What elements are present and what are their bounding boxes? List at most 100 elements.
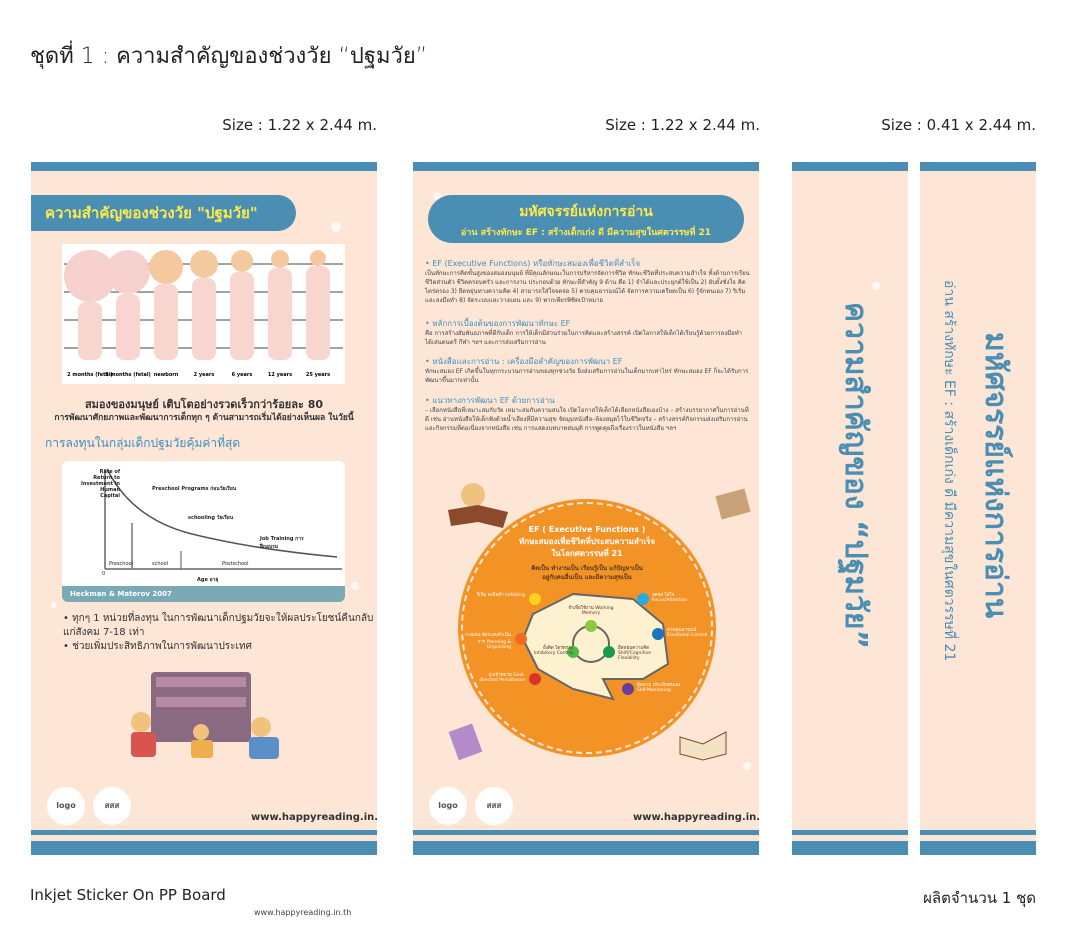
vertical-subtitle: อ่าน สร้างทักษะ EF : สร้างเด็กเก่ง ดี มี… [941, 280, 957, 662]
annot-job-training: Job Training การฝึกอบรม [260, 536, 304, 550]
zone-label: school [152, 561, 169, 567]
poster-panel-1: ความสำคัญของช่วงวัย "ปฐมวัย" 2 months (f… [31, 162, 377, 855]
child-body [154, 284, 178, 360]
section-ef: • EF (Executive Functions) หรือทักษะสมอง… [425, 259, 750, 305]
logo-reading-foundation: logo [429, 787, 467, 825]
chart-source: Heckman & Materov 2007 [62, 586, 345, 602]
section-text: เป็นทักษะการคิดขั้นสูงของสมองมนุษย์ ที่ม… [425, 270, 750, 304]
material-label: Inkjet Sticker On PP Board [30, 886, 226, 904]
age-label: 2 months (fetal) [67, 372, 113, 378]
age-label: newborn [154, 372, 179, 378]
ef-skill-label: มุ่งเป้าหมาย Goal-directed Persistence [479, 673, 525, 683]
ef-skill-node [622, 683, 634, 695]
ef-skill-node [515, 633, 527, 645]
size-label-1: Size : 1.22 x 2.44 m. [222, 116, 377, 134]
ef-skill-node [652, 628, 664, 640]
ef-skill-label: ควบคุมอารมณ์ Emotional Control [667, 628, 708, 638]
section-heading: • แนวทางการพัฒนา EF ด้วยการอ่าน [425, 396, 555, 405]
child-growth-illustration: 2 months (fetal)5 months (fetal)newborn 2… [62, 244, 345, 384]
child-body [78, 302, 102, 360]
ef-skill-node [585, 620, 597, 632]
age-label: 2 years [194, 372, 215, 378]
section-text: – เลือกหนังสือที่เหมาะสมกับวัย เหมาะสมกั… [425, 407, 749, 432]
logo-reading-foundation: logo [47, 787, 85, 825]
bullet-efficiency: • ช่วยเพิ่มประสิทธิภาพในการพัฒนาประเทศ [63, 641, 252, 652]
ef-skill-label: ติดตาม ประเมินตนเอง Self-Monitoring [637, 683, 681, 693]
section-heading: • หลักการเบื้องต้นของการพัฒนาทักษะ EF [425, 319, 571, 328]
caption-brain: สมองของมนุษย์ เติบโตอย่างรวดเร็วกว่าร้อย… [84, 398, 324, 411]
ef-title-3: ในโลกศตวรรษที่ 21 [551, 549, 623, 558]
annot-preschool: Preschool Programs ก่อนวัยเรียน [152, 486, 237, 492]
ef-title-2: ทักษะสมองเพื่อชีวิตที่ประสบความสำเร็จ [518, 537, 656, 546]
heckman-chart: Rate of Return to Investment in Human Ca… [62, 461, 345, 602]
section-guidelines: • แนวทางการพัฒนา EF ด้วยการอ่าน – เลือกหน… [425, 396, 750, 433]
child-body [306, 266, 330, 360]
child-head [106, 250, 150, 294]
section-text: คือ การสร้างสัมพันธภาพที่ดีกับเด็ก การให… [425, 330, 743, 346]
ef-skill-label: จำเพื่อใช้งาน Working Memory [568, 606, 614, 616]
ef-sub1: คิดเป็น ทำงานเป็น เรียนรู้เป็น แก้ปัญหาเ… [531, 565, 643, 572]
ef-title: EF ( Executive Functions ) [528, 525, 646, 534]
annot-schooling: schooling วัยเรียน [188, 515, 234, 521]
age-label: 6 years [232, 372, 253, 378]
size-label-2: Size : 1.22 x 2.44 m. [605, 116, 760, 134]
section-books: • หนังสือและการอ่าน : เครื่องมือสำคัญของ… [425, 357, 750, 385]
ef-skill-label: ยั้งคิด ไตร่ตรอง Inhibitory Control [533, 646, 573, 656]
banner-title: มหัศจรรย์แห่งการอ่าน [519, 204, 653, 220]
child-body [116, 294, 140, 360]
ef-skill-node [529, 673, 541, 685]
roll-banner-4: อ่าน สร้างทักษะ EF : สร้างเด็กเก่ง ดี มี… [920, 162, 1036, 855]
book-illustration [448, 722, 483, 762]
child-head [231, 250, 253, 272]
page-title: ชุดที่ 1 : ความสำคัญของช่วงวัย “ปฐมวัย” [30, 44, 428, 69]
child-head [190, 250, 218, 278]
caption-development: การพัฒนาศักยภาพและพัฒนาการเด็กทุก ๆ ด้าน… [54, 413, 354, 423]
child-head [310, 250, 326, 266]
panel2-banner: มหัศจรรย์แห่งการอ่าน อ่าน สร้างทักษะ EF … [428, 195, 744, 243]
roll-banner-3: ความสำคัญของ “ปฐมวัย” [792, 162, 908, 855]
chart-origin: 0 [102, 571, 106, 577]
panel1-banner: ความสำคัญของช่วงวัย "ปฐมวัย" [31, 195, 296, 231]
age-label: 25 years [306, 372, 330, 378]
age-label: 12 years [268, 372, 292, 378]
bullet-return: • ทุกๆ 1 หน่วยที่ลงทุน ในการพัฒนาเด็กปฐม… [63, 613, 374, 638]
ef-skill-node [603, 646, 615, 658]
child-body [230, 272, 254, 360]
section-heading: • หนังสือและการอ่าน : เครื่องมือสำคัญของ… [425, 357, 623, 366]
quantity-label: ผลิตจำนวน 1 ชุด [923, 889, 1036, 907]
book-illustration [443, 480, 513, 530]
chart-xlabel: Age อายุ [197, 577, 219, 583]
child-body [192, 278, 216, 360]
ef-skill-label: จดจ่อ ใส่ใจ Focus/Attention [652, 593, 688, 603]
chart-ylabel: Rate of Return to Investment in Human Ca… [80, 469, 120, 499]
zone-label: Postschool [222, 561, 249, 567]
child-head [149, 250, 183, 284]
vertical-title: ความสำคัญของ “ปฐมวัย” [838, 302, 873, 650]
footer-url[interactable]: www.happyreading.in.th [254, 908, 352, 917]
website-url[interactable]: www.happyreading.in.th [633, 812, 759, 823]
investment-heading: การลงทุนในกลุ่มเด็กปฐมวัยคุ้มค่าที่สุด [45, 436, 241, 450]
ef-skill-node [637, 593, 649, 605]
section-text: ทักษะสมอง EF เกิดขึ้นในทุกกระบวนการอ่านข… [425, 368, 749, 384]
logo-thaihealth: สสส [475, 787, 513, 825]
zone-label: Preschool [109, 561, 133, 567]
ef-skill-node [529, 593, 541, 605]
age-label: 5 months (fetal) [105, 372, 151, 378]
website-url[interactable]: www.happyreading.in.th [251, 812, 377, 823]
ef-skill-label: ริเริ่ม ลงมือทำ Initiating [476, 593, 525, 598]
logo-thaihealth: สสส [93, 787, 131, 825]
ef-sub2: อยู่กับคนอื่นเป็น และมีความสุขเป็น [542, 574, 632, 581]
family-reading-illustration [131, 652, 291, 762]
size-label-3: Size : 0.41 x 2.44 m. [881, 116, 1036, 134]
ef-skill-label: ยืดหยุ่นความคิด Shift/Cognitive Flexibil… [618, 646, 652, 661]
child-body [268, 268, 292, 360]
ef-circle-infographic: EF ( Executive Functions ) ทักษะสมองเพื่… [461, 502, 713, 754]
child-head [64, 250, 116, 302]
section-heading: • EF (Executive Functions) หรือทักษะสมอง… [425, 259, 641, 268]
section-principles: • หลักการเบื้องต้นของการพัฒนาทักษะ EF คือ… [425, 319, 750, 347]
poster-panel-2: มหัศจรรย์แห่งการอ่าน อ่าน สร้างทักษะ EF … [413, 162, 759, 855]
banner-subtitle: อ่าน สร้างทักษะ EF : สร้างเด็กเก่ง ดี มี… [460, 228, 712, 238]
child-head [271, 250, 289, 268]
ef-skill-label: วางแผน จัดระบบดำเนินการ Planning & Organ… [464, 633, 511, 650]
vertical-title: มหัศจรรย์แห่งการอ่าน [978, 332, 1013, 619]
